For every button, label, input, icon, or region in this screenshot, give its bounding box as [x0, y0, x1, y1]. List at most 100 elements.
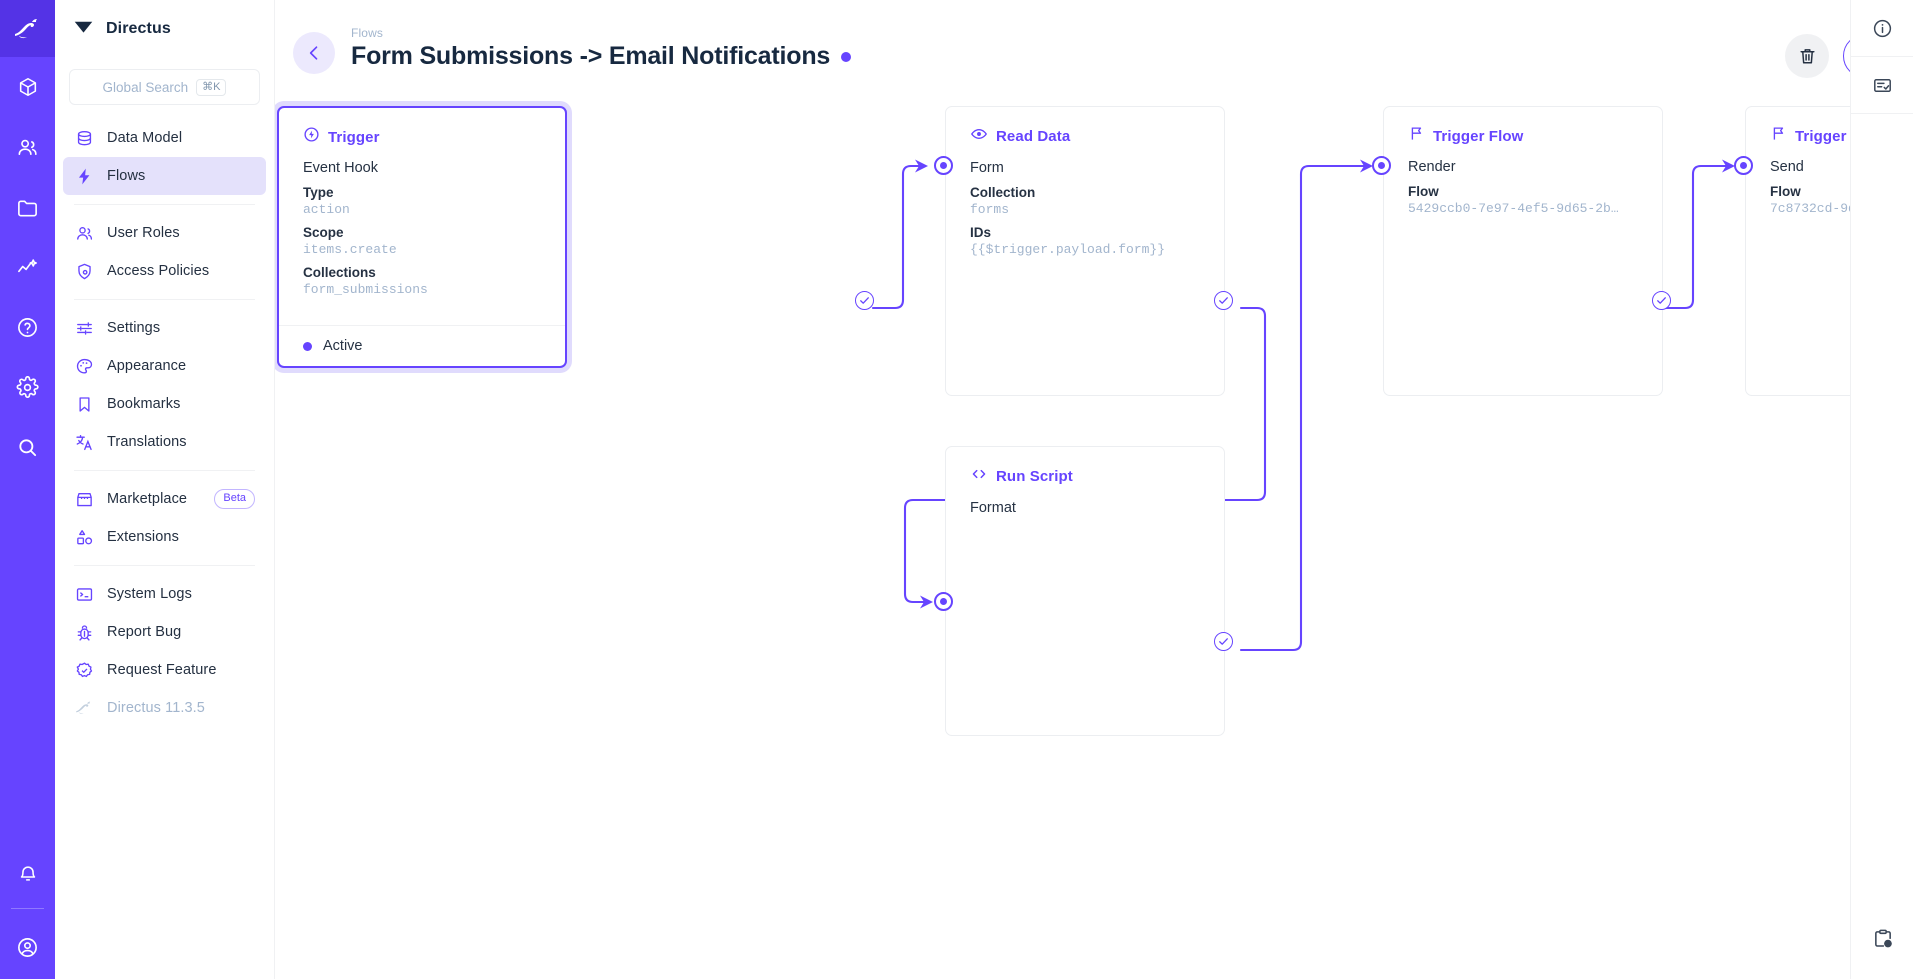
sidebar-divider: [74, 204, 255, 205]
node-name: Format: [970, 500, 1016, 516]
node-field-value: action: [303, 202, 350, 217]
flow-node-run-script[interactable]: Run Script Format: [945, 446, 1225, 736]
bell-icon[interactable]: [0, 844, 55, 904]
node-status-label: Active: [323, 338, 363, 354]
search-placeholder: Global Search: [102, 79, 189, 95]
port-read-data-resolve[interactable]: [1214, 291, 1233, 310]
sidebar-item-extensions[interactable]: Extensions: [63, 518, 266, 556]
code-icon: [970, 465, 988, 488]
back-button[interactable]: [293, 32, 335, 74]
main-area: Flows Form Submissions -> Email Notifica…: [275, 0, 1913, 979]
rail-item-settings[interactable]: [0, 357, 55, 417]
sidebar-item-bookmarks[interactable]: Bookmarks: [63, 385, 266, 423]
port-trigger-flow-render-resolve[interactable]: [1652, 291, 1671, 310]
sidebar-item-label: System Logs: [107, 586, 192, 602]
sidebar-divider: [74, 299, 255, 300]
node-name: Send: [1770, 159, 1804, 175]
sidebar-item-label: Translations: [107, 434, 187, 450]
rail-item-help[interactable]: [0, 297, 55, 357]
status-badge: [841, 51, 852, 62]
port-read-data-in[interactable]: [934, 156, 953, 175]
rail-item-files[interactable]: [0, 177, 55, 237]
account-icon[interactable]: [0, 915, 55, 979]
sidebar-divider: [74, 470, 255, 471]
marketplace-icon: [74, 489, 94, 509]
sidebar-item-label: Request Feature: [107, 662, 217, 678]
clipboard-clock-icon[interactable]: [1851, 913, 1913, 965]
sidebar: Directus Global Search ⌘K Data Model: [55, 0, 275, 979]
page-header: Flows Form Submissions -> Email Notifica…: [275, 0, 1913, 96]
node-field-key: Type: [303, 185, 334, 200]
directus-logo-icon[interactable]: [0, 0, 55, 57]
flow-node-trigger-flow-render[interactable]: Trigger Flow Render Flow 5429ccb0-7e97-4…: [1383, 106, 1663, 396]
node-field-key: Collection: [970, 185, 1036, 200]
flow-canvas[interactable]: Trigger Event Hook Type action Scope ite…: [275, 96, 1913, 979]
sidebar-item-system-logs[interactable]: System Logs: [63, 575, 266, 613]
page-title: Form Submissions -> Email Notifications: [351, 42, 831, 70]
node-type-label: Read Data: [996, 128, 1071, 145]
search-input[interactable]: Global Search ⌘K: [69, 69, 260, 105]
node-field-value: items.create: [303, 242, 397, 257]
sidebar-item-label: Access Policies: [107, 263, 210, 279]
port-run-script-in[interactable]: [934, 592, 953, 611]
feature-request-icon: [74, 660, 94, 680]
sidebar-item-marketplace[interactable]: Marketplace Beta: [63, 480, 266, 518]
sidebar-item-translations[interactable]: Translations: [63, 423, 266, 461]
rail-divider: [11, 908, 44, 909]
rail-item-search[interactable]: [0, 417, 55, 477]
node-field-key: Flow: [1770, 184, 1801, 199]
sidebar-item-data-model[interactable]: Data Model: [63, 119, 266, 157]
breadcrumb[interactable]: Flows: [351, 26, 384, 40]
sidebar-divider: [74, 565, 255, 566]
flow-node-read-data[interactable]: Read Data Form Collection forms IDs {{$t…: [945, 106, 1225, 396]
node-name: Render: [1408, 159, 1456, 175]
sidebar-item-version: Directus 11.3.5: [63, 689, 266, 727]
shield-lock-icon: [74, 261, 94, 281]
sidebar-item-access-policies[interactable]: Access Policies: [63, 252, 266, 290]
rail-item-insights[interactable]: [0, 237, 55, 297]
users-icon: [74, 223, 94, 243]
node-type-label: Run Script: [996, 468, 1073, 485]
terminal-icon: [74, 584, 94, 604]
sidebar-item-report-bug[interactable]: Report Bug: [63, 613, 266, 651]
node-type-label: Trigger Flow: [1433, 127, 1524, 145]
sidebar-item-settings[interactable]: Settings: [63, 309, 266, 347]
node-status-dot: [303, 341, 312, 351]
node-field-key: Collections: [303, 265, 376, 280]
port-run-script-resolve[interactable]: [1214, 632, 1233, 651]
rail-item-content[interactable]: [0, 57, 55, 117]
node-field-value: {{$trigger.payload.form}}: [970, 242, 1166, 257]
delete-flow-button[interactable]: [1785, 34, 1829, 78]
node-name: Event Hook: [303, 160, 378, 176]
sidebar-item-appearance[interactable]: Appearance: [63, 347, 266, 385]
port-trigger-flow-send-in[interactable]: [1734, 156, 1753, 175]
database-icon: [74, 128, 94, 148]
sidebar-item-label: Directus 11.3.5: [107, 700, 205, 716]
node-name: Form: [970, 160, 1004, 176]
node-field-key: Flow: [1408, 184, 1439, 199]
port-trigger-resolve[interactable]: [855, 291, 874, 310]
extensions-icon: [74, 527, 94, 547]
module-rail: [0, 0, 55, 979]
trigger-bolt-icon: [303, 126, 320, 148]
activity-log-icon[interactable]: [1851, 57, 1913, 114]
bug-icon: [74, 622, 94, 642]
sidebar-item-user-roles[interactable]: User Roles: [63, 214, 266, 252]
flow-node-trigger[interactable]: Trigger Event Hook Type action Scope ite…: [277, 106, 567, 368]
marketplace-beta-badge: Beta: [214, 489, 255, 509]
sliders-icon: [74, 318, 94, 338]
sidebar-item-label: Bookmarks: [107, 396, 181, 412]
rail-item-users[interactable]: [0, 117, 55, 177]
sidebar-item-label: Marketplace: [107, 491, 188, 507]
node-field-value: form_submissions: [303, 282, 428, 297]
node-field-key: Scope: [303, 225, 344, 240]
right-rail: [1850, 0, 1913, 979]
eye-icon: [970, 125, 988, 148]
search-shortcut: ⌘K: [196, 78, 227, 96]
translate-icon: [74, 432, 94, 452]
sidebar-item-flows[interactable]: Flows: [63, 157, 266, 195]
sidebar-item-request-feature[interactable]: Request Feature: [63, 651, 266, 689]
port-trigger-flow-render-in[interactable]: [1372, 156, 1391, 175]
sidebar-item-label: Data Model: [107, 130, 183, 146]
info-icon[interactable]: [1851, 0, 1913, 57]
